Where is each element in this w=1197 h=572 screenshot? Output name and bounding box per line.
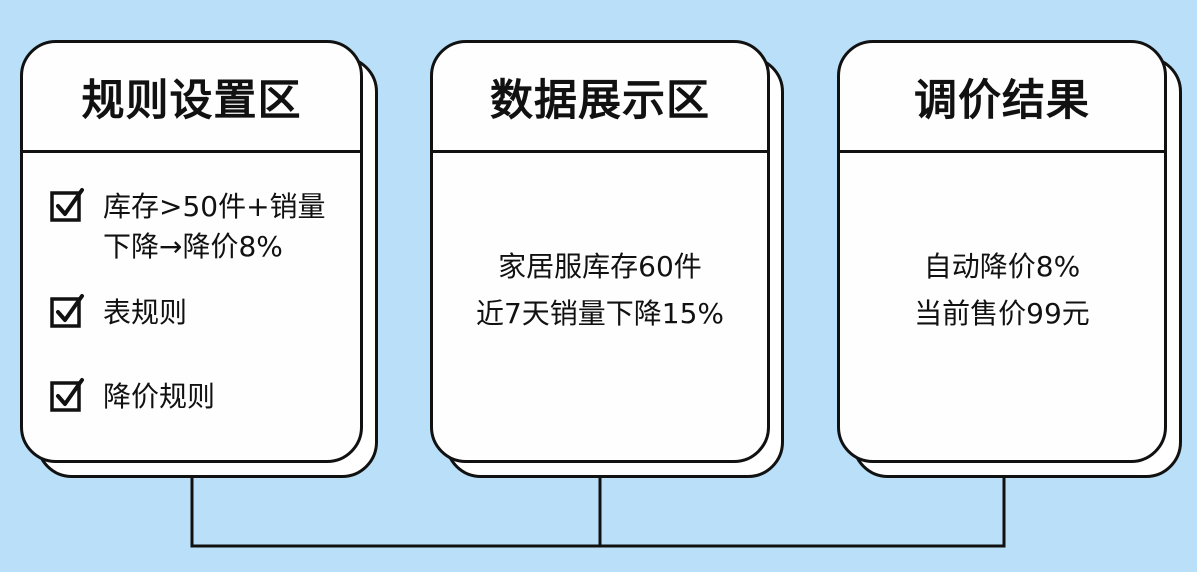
data-display-title: 数据展示区 xyxy=(433,43,767,153)
price-result-body: 自动降价8% 当前售价99元 xyxy=(840,153,1164,460)
price-result-title: 调价结果 xyxy=(840,43,1164,153)
rule-list: 库存>50件+销量 下降→降价8% 表规则 降价规则 xyxy=(23,153,360,460)
current-price-line: 当前售价99元 xyxy=(914,297,1090,330)
rule-item-label: 降价规则 xyxy=(103,377,215,417)
inventory-line: 家居服库存60件 xyxy=(498,250,702,283)
checked-checkbox-icon[interactable] xyxy=(49,187,85,223)
sales-trend-line: 近7天销量下降15% xyxy=(475,297,725,330)
rule-item-label: 表规则 xyxy=(103,293,187,333)
rule-settings-title: 规则设置区 xyxy=(23,43,360,153)
data-display-card: 数据展示区 家居服库存60件 近7天销量下降15% xyxy=(430,40,770,463)
price-result-text: 自动降价8% 当前售价99元 xyxy=(840,243,1164,337)
rule-item-label: 库存>50件+销量 下降→降价8% xyxy=(103,187,326,267)
checked-checkbox-icon[interactable] xyxy=(49,377,85,413)
data-display-text: 家居服库存60件 近7天销量下降15% xyxy=(433,243,767,337)
rule-item-table-rules[interactable]: 表规则 xyxy=(49,293,187,333)
auto-discount-line: 自动降价8% xyxy=(923,250,1081,283)
rule-line: 下降→降价8% xyxy=(103,230,283,263)
rule-line: 表规则 xyxy=(103,296,188,329)
rule-item-price-drop[interactable]: 降价规则 xyxy=(49,377,215,417)
rule-line: 降价规则 xyxy=(103,380,216,413)
data-display-body: 家居服库存60件 近7天销量下降15% xyxy=(433,153,767,460)
rule-line: 库存>50件+销量 xyxy=(103,190,326,223)
rule-settings-card: 规则设置区 库存>50件+销量 下降→降价8% 表规则 xyxy=(20,40,363,463)
checked-checkbox-icon[interactable] xyxy=(49,293,85,329)
price-result-card: 调价结果 自动降价8% 当前售价99元 xyxy=(837,40,1167,463)
rule-item-stock-sales[interactable]: 库存>50件+销量 下降→降价8% xyxy=(49,187,326,267)
